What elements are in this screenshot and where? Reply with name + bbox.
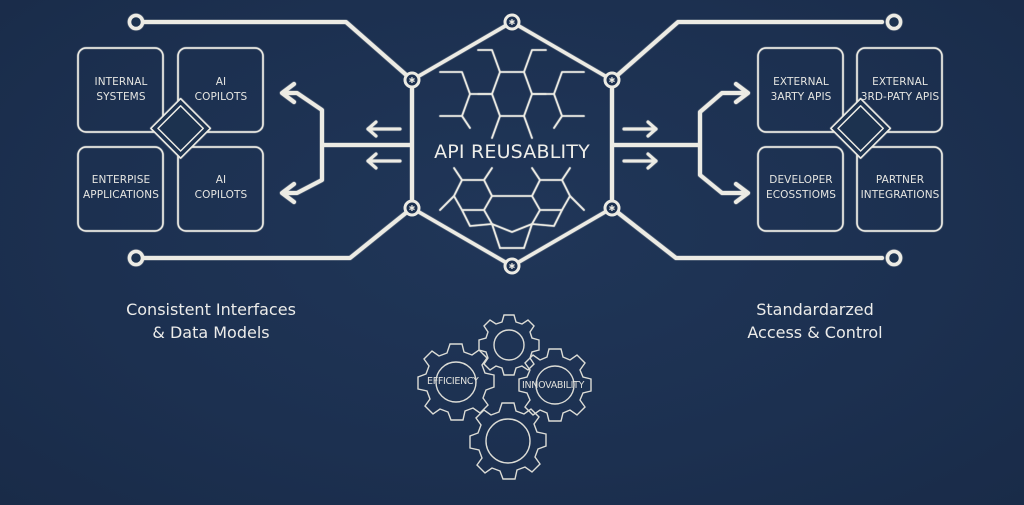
box-label-line2: 3RD-PATY APIS xyxy=(860,91,940,103)
box-label-line1: EXTERNAL xyxy=(773,76,829,88)
gear-efficiency-icon xyxy=(417,343,495,421)
box-ai-copilots-top: AI COPILOTS xyxy=(178,75,264,105)
left-top-terminal xyxy=(127,13,145,31)
right-caption-line1: Standardarzed xyxy=(756,300,874,319)
right-top-terminal xyxy=(885,13,903,31)
box-label-line2: INTEGRATIONS xyxy=(860,189,940,201)
box-label-line1: DEVELOPER xyxy=(769,174,833,186)
right-box-grid xyxy=(757,47,943,232)
box-enterprise-applications: ENTERPISE APPLICATIONS xyxy=(76,173,166,203)
node-upper-right-icon xyxy=(603,71,621,89)
node-bottom-icon xyxy=(503,257,521,275)
gears-cluster xyxy=(417,314,592,480)
left-caption-line1: Consistent Interfaces xyxy=(126,300,296,319)
right-bottom-terminal xyxy=(885,249,903,267)
gear-innovability-icon xyxy=(518,348,592,422)
box-label-line1: INTERNAL xyxy=(94,76,148,88)
left-caption: Consistent Interfaces & Data Models xyxy=(81,298,341,344)
box-label-line2: SYSTEMS xyxy=(96,91,146,103)
box-label-line1: PARTNER xyxy=(875,174,925,186)
box-label-line2: ECOSSTIOMS xyxy=(765,189,837,201)
box-developer-ecosystems: DEVELOPER ECOSSTIOMS xyxy=(758,173,844,203)
box-label-line2: COPILOTS xyxy=(194,189,248,201)
arrow-right-small-icon xyxy=(622,120,658,170)
box-partner-integrations: PARTNER INTEGRATIONS xyxy=(855,173,945,203)
box-label-line1: AI xyxy=(215,174,227,186)
honeycomb-pattern xyxy=(439,49,585,249)
arrow-left-up-icon xyxy=(280,82,296,104)
node-top-icon xyxy=(503,13,521,31)
box-internal-systems: INTERNAL SYSTEMS xyxy=(78,75,164,105)
box-label-line2: COPILOTS xyxy=(194,91,248,103)
right-caption: Standardarzed Access & Control xyxy=(685,298,945,344)
gear-label-efficiency: EFFICIENCY xyxy=(427,376,479,387)
box-label-line2: APPLICATIONS xyxy=(83,189,159,201)
gear-bottom-icon xyxy=(469,402,547,480)
node-lower-right-icon xyxy=(603,199,621,217)
arrow-right-down-icon xyxy=(734,182,750,204)
box-external-apis-2: EXTERNAL 3RD-PATY APIS xyxy=(855,75,945,105)
arrow-left-down-icon xyxy=(280,182,296,204)
node-upper-left-icon xyxy=(403,71,421,89)
box-external-apis-1: EXTERNAL 3ARTY APIS xyxy=(758,75,844,105)
center-title: API REUSABLITY xyxy=(434,141,590,163)
left-bottom-terminal xyxy=(127,249,145,267)
gear-top-icon xyxy=(478,314,540,376)
arrow-left-small-icon xyxy=(366,120,402,170)
box-ai-copilots-bottom: AI COPILOTS xyxy=(178,173,264,203)
arrow-right-up-icon xyxy=(734,82,750,104)
node-lower-left-icon xyxy=(403,199,421,217)
right-caption-line2: Access & Control xyxy=(747,323,883,342)
box-label-line2: 3ARTY APIS xyxy=(770,91,832,103)
box-label-line1: AI xyxy=(215,76,227,88)
box-label-line1: ENTERPISE xyxy=(91,174,151,186)
left-box-grid xyxy=(77,47,264,232)
left-caption-line2: & Data Models xyxy=(152,323,270,342)
gear-label-innovability: INNOVABILITY xyxy=(522,380,585,391)
box-label-line1: EXTERNAL xyxy=(872,76,928,88)
